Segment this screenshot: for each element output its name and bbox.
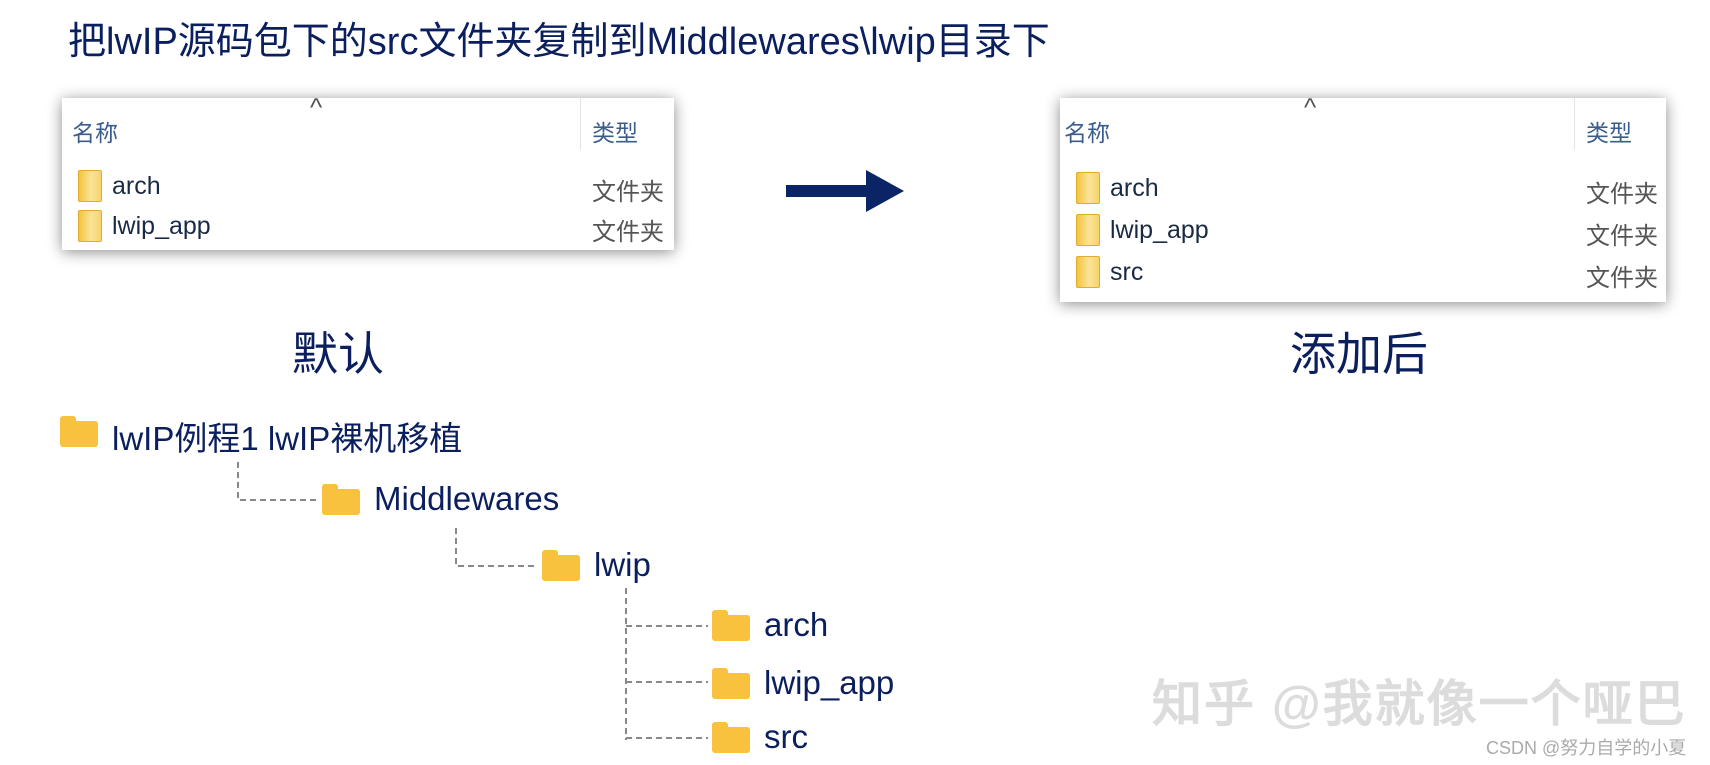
- label-default: 默认: [292, 328, 384, 380]
- explorer-panel-default: ^ 名称 类型 arch 文件夹 lwip_app 文件夹: [62, 92, 674, 250]
- file-name: lwip_app: [112, 212, 211, 240]
- tree-label: Middlewares: [374, 480, 560, 517]
- sort-caret-icon[interactable]: ^: [310, 92, 323, 122]
- file-type: 文件夹: [1586, 265, 1658, 292]
- file-row-lwip-app[interactable]: lwip_app 文件夹: [72, 206, 674, 246]
- file-type: 文件夹: [1586, 181, 1658, 208]
- file-row-lwip-app[interactable]: lwip_app 文件夹: [1070, 210, 1666, 250]
- folder-icon: [78, 170, 102, 202]
- right-arrow-icon: [786, 170, 904, 212]
- file-row-arch[interactable]: arch 文件夹: [1070, 168, 1666, 208]
- tree-label: lwIP例程1 lwIP裸机移植: [112, 420, 463, 457]
- column-header-name[interactable]: 名称: [1064, 120, 1110, 146]
- folder-icon: [542, 550, 580, 581]
- page-title: 把lwIP源码包下的src文件夹复制到Middlewares\lwip目录下: [68, 21, 1050, 63]
- folder-icon: [60, 416, 98, 447]
- file-name: arch: [112, 172, 161, 200]
- folder-icon: [712, 668, 750, 699]
- label-added: 添加后: [1290, 328, 1428, 380]
- watermark: 知乎 @我就像一个哑巴: [1152, 676, 1687, 732]
- file-name: arch: [1110, 174, 1159, 202]
- file-type: 文件夹: [592, 179, 664, 206]
- column-divider[interactable]: [1574, 98, 1575, 150]
- folder-icon: [712, 722, 750, 753]
- file-type: 文件夹: [592, 219, 664, 246]
- tree-label: arch: [764, 606, 829, 643]
- folder-icon: [712, 610, 750, 641]
- file-name: lwip_app: [1110, 216, 1209, 244]
- folder-icon: [1076, 172, 1100, 204]
- csdn-credit: CSDN @努力自学的小夏: [1486, 738, 1687, 758]
- file-name: src: [1110, 258, 1144, 286]
- folder-icon: [78, 210, 102, 242]
- file-type: 文件夹: [1586, 223, 1658, 250]
- folder-icon: [1076, 214, 1100, 246]
- tree-label: src: [764, 718, 808, 755]
- tree-label: lwip: [594, 546, 651, 583]
- column-header-type[interactable]: 类型: [1586, 120, 1632, 146]
- tree-label: lwip_app: [764, 664, 895, 701]
- column-header-type[interactable]: 类型: [592, 120, 638, 146]
- file-row-arch[interactable]: arch 文件夹: [72, 166, 674, 206]
- sort-caret-icon[interactable]: ^: [1304, 92, 1317, 122]
- file-row-src[interactable]: src 文件夹: [1070, 252, 1666, 292]
- folder-icon: [1076, 256, 1100, 288]
- explorer-panel-added: ^ 名称 类型 arch 文件夹 lwip_app 文件夹 src 文件夹: [1060, 92, 1666, 302]
- folder-icon: [322, 484, 360, 515]
- column-header-name[interactable]: 名称: [72, 120, 118, 146]
- column-divider[interactable]: [580, 98, 581, 150]
